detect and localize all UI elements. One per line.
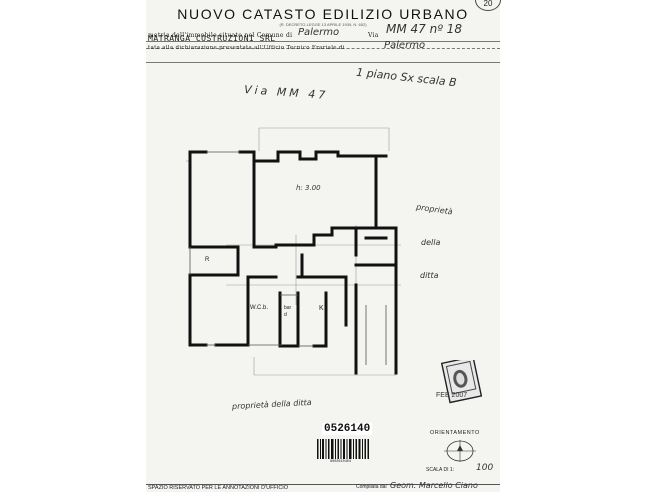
header-rule-3	[146, 62, 500, 63]
owner-name: MATRANGA COSTRUZIONI SRL	[148, 34, 276, 43]
room-bar-label: bar d	[284, 305, 292, 318]
document-title: NUOVO CATASTO EDILIZIO URBANO	[177, 6, 469, 22]
cadastral-sheet: 20 NUOVO CATASTO EDILIZIO URBANO (R. DEC…	[146, 0, 501, 493]
declaration-label: tata alla dichiarazione presentata all'U…	[148, 45, 345, 51]
scala-label: SCALA DI 1:	[426, 467, 455, 473]
dimension-lines	[186, 127, 401, 376]
street-annotation: Via MM 47	[243, 83, 329, 102]
ufficio-value: Palermo	[384, 40, 426, 51]
compiler-name: Geom. Marcello Ciano	[390, 481, 478, 490]
proprieta-right-2: della	[421, 238, 441, 247]
location-label: metria dell'immobile situato nel Comune …	[148, 32, 293, 39]
proprieta-right-3: ditta	[420, 271, 439, 280]
room-k-label: K	[319, 305, 324, 312]
room-r-label: R	[205, 257, 210, 263]
floor-annotation: 1 piano Sx scala B	[355, 65, 458, 90]
ceiling-height: h: 3.00	[296, 184, 321, 192]
room-wc-label: W.C.b.	[250, 305, 269, 311]
openings	[189, 151, 387, 365]
via-value: MM 47 nº 18	[386, 22, 462, 36]
comune-value: Palermo	[298, 27, 340, 38]
document-subtitle: (R. DECRETO-LEGGE 13 APRILE 1939, N. 652…	[279, 22, 367, 27]
serial-number: 0526140	[322, 423, 373, 435]
proprieta-bottom: proprietà della ditta	[231, 397, 312, 412]
official-stamp	[440, 360, 482, 404]
footer-box	[146, 484, 500, 493]
header-rule-2	[146, 48, 500, 49]
stamp-date: FEB 2007	[436, 392, 468, 399]
compilata-label: Compilata dal	[356, 484, 387, 490]
floor-plan	[186, 127, 401, 376]
barcode-text: 8002610404	[330, 460, 352, 464]
via-label: Via	[368, 32, 379, 39]
header-rule-1	[146, 41, 500, 42]
compass-icon	[444, 440, 476, 462]
scala-value: 100	[476, 463, 494, 473]
riservato-label: SPAZIO RISERVATO PER LE ANNOTAZIONI D'UF…	[148, 485, 289, 491]
walls	[188, 150, 398, 375]
proprieta-right-1: proprietà	[415, 202, 454, 217]
orientamento-label: ORIENTAMENTO	[430, 430, 480, 436]
barcode	[317, 439, 369, 459]
